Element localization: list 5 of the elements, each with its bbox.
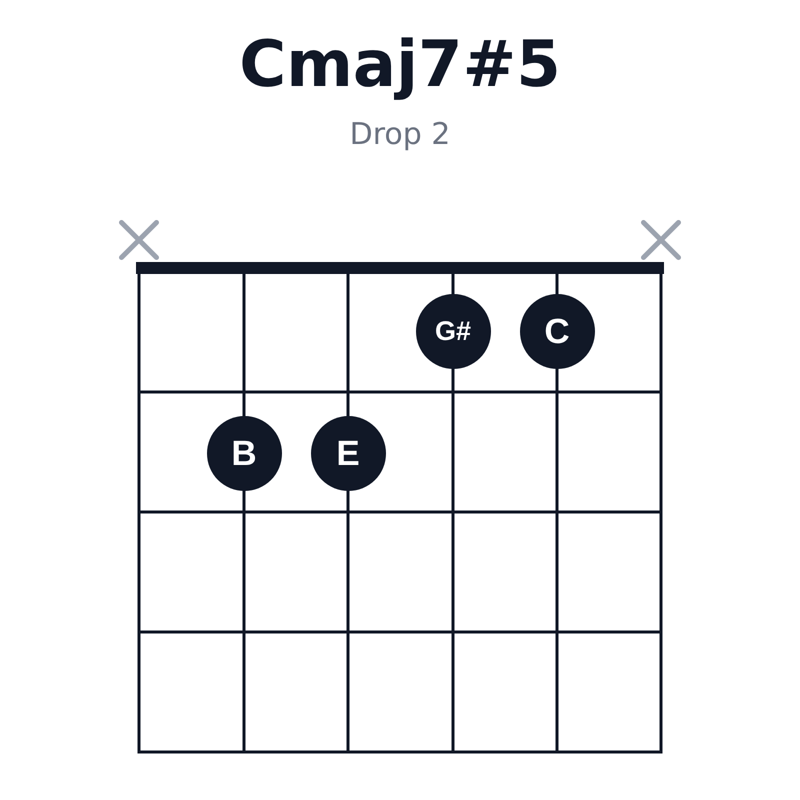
note-name: C: [544, 314, 570, 348]
note-name: B: [231, 436, 257, 470]
note-name: G#: [434, 318, 472, 344]
note-name: E: [336, 436, 360, 470]
voicing-subtitle: Drop 2: [350, 120, 450, 150]
